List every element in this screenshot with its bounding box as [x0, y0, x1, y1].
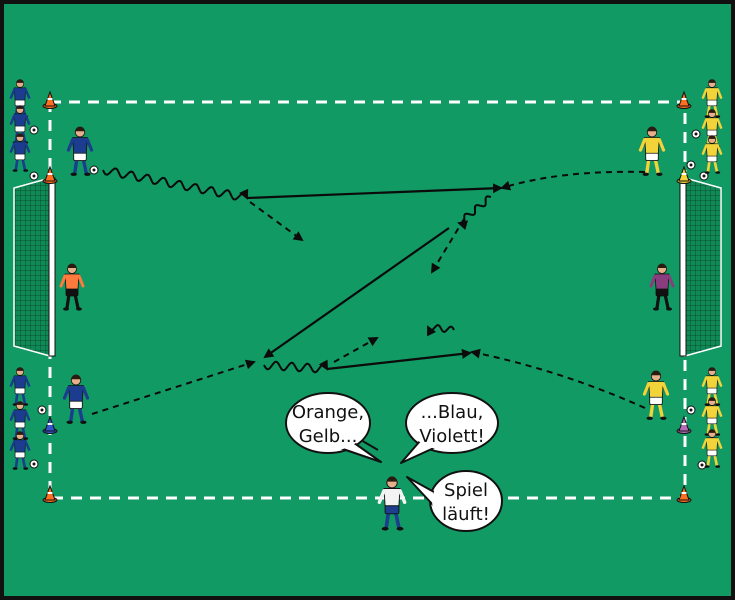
run-arrows [91, 170, 646, 415]
bubble-line: Spiel [444, 480, 488, 501]
run-arrow [333, 337, 379, 363]
goal-left [13, 177, 56, 357]
cone-icon [676, 484, 692, 503]
soccer-ball-icon [686, 160, 696, 170]
pass-arrow [326, 348, 472, 371]
player-yellow [701, 135, 723, 174]
player-blue [9, 133, 31, 172]
player-yellow [701, 429, 723, 468]
player-yellow [701, 397, 723, 436]
soccer-ball-icon [699, 171, 709, 181]
bubble-line: ...Blau, [421, 402, 484, 423]
cone-icon [42, 90, 58, 109]
soccer-ball-icon [37, 405, 47, 415]
balls [29, 125, 709, 470]
pass-arrow [246, 183, 503, 200]
player-yellow [701, 367, 723, 406]
cone-icon [42, 415, 58, 434]
cone-icon [676, 415, 692, 434]
soccer-ball-icon [697, 460, 707, 470]
coach [377, 476, 407, 531]
soccer-ball-icon [691, 129, 701, 139]
speech-bubble-spiel-laeuft: Spiel läuft! [406, 470, 503, 532]
player-blue [62, 374, 90, 424]
soccer-ball-icon [29, 459, 39, 469]
soccer-ball-icon [29, 125, 39, 135]
player-yellow [638, 126, 666, 176]
goalkeeper-violet [649, 263, 675, 311]
pass-arrow [263, 227, 450, 359]
cone-icon [42, 165, 58, 184]
player-blue [9, 367, 31, 406]
soccer-ball-icon [29, 171, 39, 181]
soccer-ball-icon [686, 405, 696, 415]
dribble-path [457, 195, 492, 231]
bubble-line: Orange, [292, 402, 364, 423]
soccer-ball-icon [89, 165, 99, 175]
dribble-path [102, 167, 249, 201]
cone-icon [42, 484, 58, 503]
player-blue [66, 126, 94, 176]
run-arrow [470, 348, 646, 409]
cone-icon [676, 165, 692, 184]
bubble-line: Violett! [419, 426, 484, 447]
dribble-paths [102, 167, 492, 374]
dribble-path [263, 359, 328, 374]
pitch-surface [4, 4, 731, 596]
players [9, 79, 723, 531]
bubble-line: Gelb... [299, 426, 358, 447]
goal-right [679, 177, 722, 357]
pass-arrows [246, 183, 503, 371]
goalkeeper-orange [59, 263, 85, 311]
player-yellow [642, 370, 670, 420]
player-blue [9, 431, 31, 470]
run-arrow [500, 170, 646, 191]
dribble-path [427, 324, 455, 337]
speech-bubble-orange-gelb: Orange, Gelb... [285, 392, 382, 463]
cone-icon [676, 90, 692, 109]
bubble-line: läuft! [442, 504, 490, 525]
player-blue [9, 401, 31, 440]
cones [42, 90, 692, 503]
speech-bubble-blau-violett: ...Blau, Violett! [400, 392, 499, 464]
